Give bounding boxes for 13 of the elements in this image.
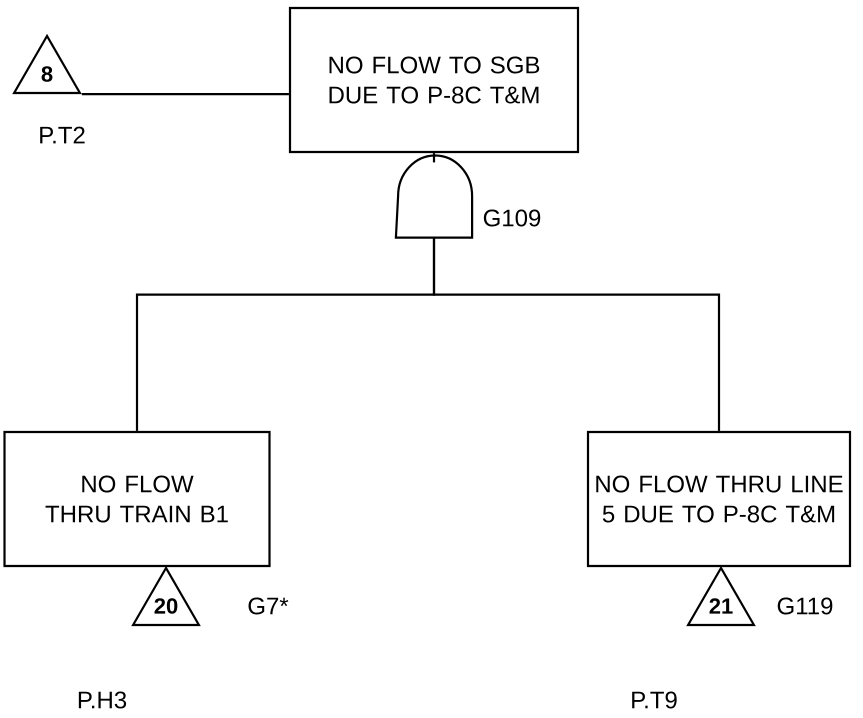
connector-line — [432, 153, 436, 162]
gate-label: P.T9 — [632, 692, 677, 708]
and-gate — [394, 154, 474, 239]
event-box: NO FLOW THRU LINE 5 DUE TO P-8C T&M — [586, 430, 852, 568]
event-box: NO FLOW THRU TRAIN B1 — [3, 430, 271, 568]
gate-label: G7* — [248, 598, 288, 614]
gate-label: P.H3 — [78, 692, 126, 708]
gate-label: P.T2 — [40, 126, 85, 144]
gate-label: G109 — [484, 210, 540, 226]
connector-line — [432, 238, 720, 431]
gate-label: G119 — [778, 598, 832, 614]
connector-line — [82, 93, 289, 96]
event-box: NO FLOW TO SGB DUE TO P-8C T&M — [288, 6, 580, 154]
